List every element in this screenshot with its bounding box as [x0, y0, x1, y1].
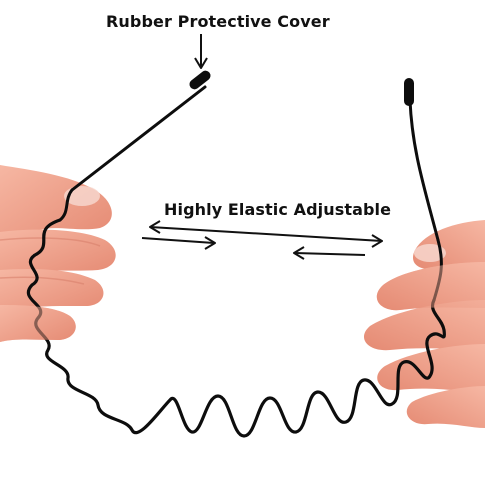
- thumbnail-right: [414, 244, 446, 262]
- left-fingers-front: [0, 305, 76, 342]
- left-wire-arm: [58, 70, 211, 222]
- rubber-cover-label: Rubber Protective Cover: [106, 12, 330, 31]
- down-arrow-icon: [194, 34, 208, 69]
- stretch-arrows-icon: [141, 220, 383, 260]
- elastic-label: Highly Elastic Adjustable: [164, 200, 392, 219]
- left-rubber-tip-icon: [189, 70, 211, 90]
- right-fingers-front: [376, 262, 485, 311]
- right-rubber-tip-icon: [404, 78, 414, 106]
